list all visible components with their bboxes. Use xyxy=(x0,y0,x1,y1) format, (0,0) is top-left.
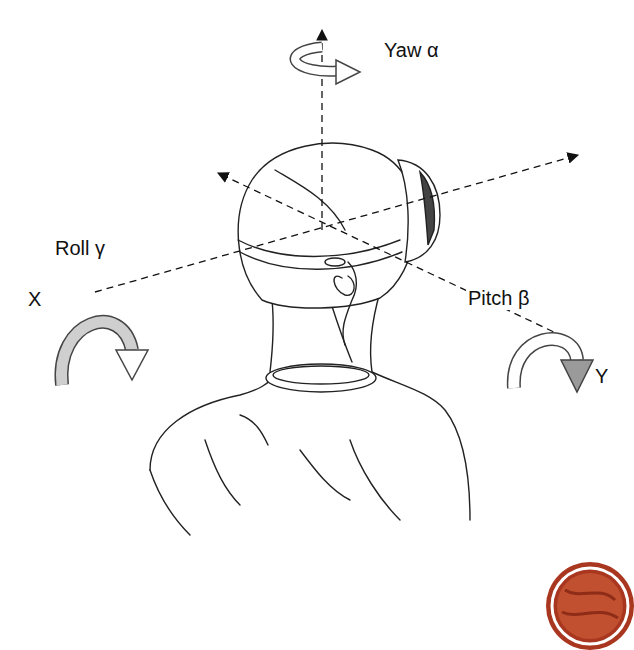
axis-label: Roll γ xyxy=(53,236,107,260)
person-outline xyxy=(150,143,470,535)
yaw-arrow xyxy=(295,47,360,84)
axis-label: X xyxy=(26,287,43,311)
rotation-axes xyxy=(95,30,578,342)
axis-label: Pitch β xyxy=(466,286,532,310)
decor-badge xyxy=(546,562,634,650)
axis-label: Yaw α xyxy=(382,38,441,62)
roll-arrow xyxy=(61,322,148,385)
pitch-arrow xyxy=(514,339,593,392)
axis-label: Y xyxy=(593,364,610,388)
